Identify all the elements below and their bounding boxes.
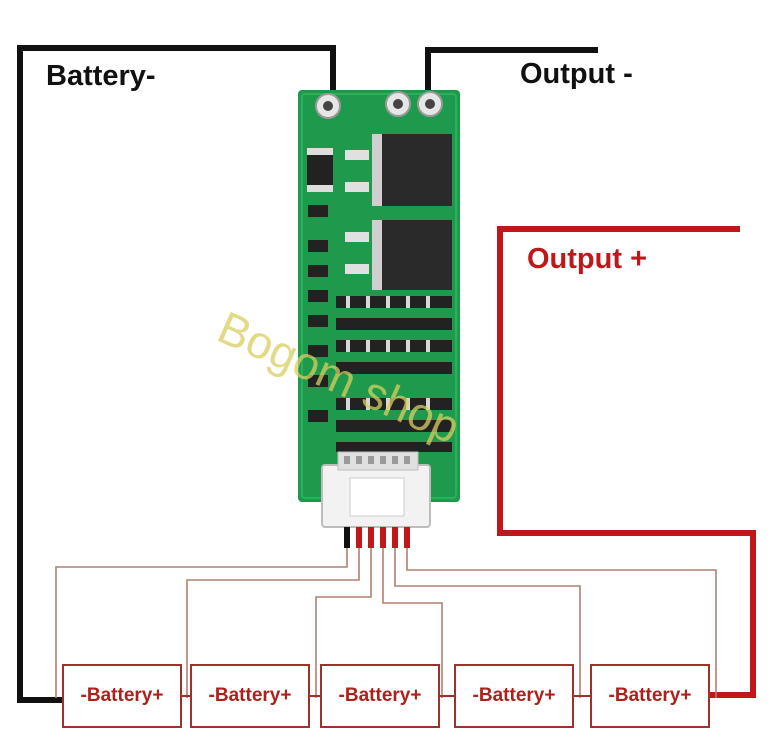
mosfet-1 — [378, 134, 452, 206]
balance-connector — [321, 451, 431, 528]
battery-negative-label: Battery- — [46, 60, 156, 92]
bms-pcb-board — [298, 90, 460, 502]
battery-negative-wire — [17, 45, 336, 703]
battery-cell-2: -Battery+ — [190, 664, 310, 728]
balance-wire-stubs — [344, 527, 410, 548]
balance-wires — [55, 548, 717, 698]
output-negative-wire — [425, 47, 598, 108]
battery-cell-label: -Battery+ — [80, 685, 164, 706]
output-positive-wire — [497, 226, 756, 698]
battery-cell-label: -Battery+ — [472, 685, 556, 706]
output-positive-label: Output + — [527, 243, 648, 275]
battery-cell-4: -Battery+ — [454, 664, 574, 728]
battery-cell-label: -Battery+ — [608, 685, 692, 706]
battery-cell-5: -Battery+ — [590, 664, 710, 728]
battery-cell-label: -Battery+ — [338, 685, 422, 706]
mosfet-2 — [378, 220, 452, 290]
output-negative-label: Output - — [520, 58, 633, 90]
battery-cell-label: -Battery+ — [208, 685, 292, 706]
battery-cell-3: -Battery+ — [320, 664, 440, 728]
battery-cell-1: -Battery+ — [62, 664, 182, 728]
shunt-resistor — [307, 148, 333, 192]
